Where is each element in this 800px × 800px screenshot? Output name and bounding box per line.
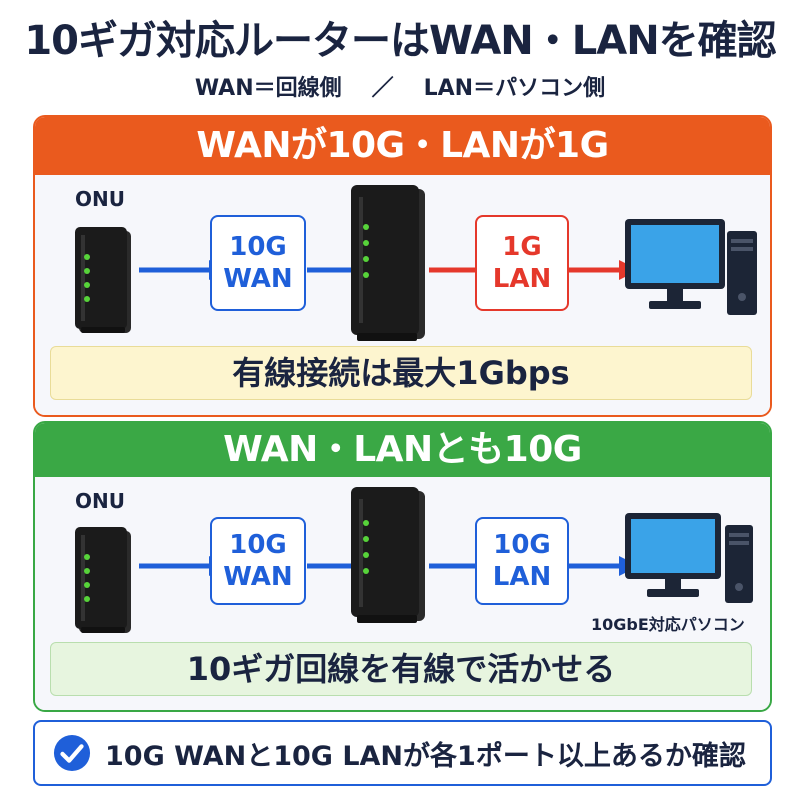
- wan-label: WAN: [223, 264, 293, 294]
- checklist-box: 10G WANと10G LANが各1ポート以上あるか確認: [33, 720, 772, 786]
- wan-speed: 10G: [229, 232, 287, 262]
- onu-label: ONU: [75, 489, 125, 513]
- subtitle-wan: WAN＝回線側: [194, 76, 342, 101]
- lan-label: LAN: [492, 562, 552, 592]
- onu-device-icon: [75, 527, 131, 633]
- onu-label: ONU: [75, 187, 125, 211]
- result-banner-top: 有線接続は最大1Gbps: [50, 346, 752, 400]
- panel-wan10g-lan1g: WANが10G・LANが1G ONU 10G WAN: [33, 115, 772, 417]
- lan-label: LAN: [492, 264, 552, 294]
- result-banner-bottom: 10ギガ回線を有線で活かせる: [50, 642, 752, 696]
- wan-speed: 10G: [229, 530, 287, 560]
- page-subtitle: WAN＝回線側 ／ LAN＝パソコン側: [0, 70, 800, 102]
- desktop-pc-icon: [625, 219, 757, 315]
- pc-caption: 10GbE対応パソコン: [591, 615, 745, 634]
- panel-bottom-body: ONU 10G WAN: [35, 477, 770, 710]
- arrow-lan-to-pc-icon: [567, 556, 639, 576]
- onu-device-icon: [75, 227, 131, 333]
- wan-port-box: 10G WAN: [210, 215, 306, 311]
- wan-label: WAN: [223, 562, 293, 592]
- panel-top-title: WANが10G・LANが1G: [35, 117, 770, 175]
- subtitle-separator: ／: [371, 76, 394, 101]
- lan-port-box: 1G LAN: [475, 215, 569, 311]
- desktop-pc-icon: [625, 513, 753, 603]
- checklist-text: 10G WANと10G LANが各1ポート以上あるか確認: [105, 740, 746, 772]
- lan-speed: 10G: [493, 530, 551, 560]
- lan-port-box: 10G LAN: [475, 517, 569, 605]
- panel-bottom-title: WAN・LANとも10G: [35, 423, 770, 477]
- panel-wan-lan-10g: WAN・LANとも10G ONU 10G WAN: [33, 421, 772, 712]
- lan-speed: 1G: [502, 232, 542, 262]
- panel-top-body: ONU 10G WAN: [35, 175, 770, 415]
- subtitle-lan: LAN＝パソコン側: [423, 76, 606, 101]
- router-icon: [351, 185, 425, 341]
- page-title: 10ギガ対応ルーターはWAN・LANを確認: [24, 18, 776, 64]
- arrow-lan-to-pc-icon: [567, 260, 639, 280]
- check-circle-icon: [53, 734, 91, 772]
- router-icon: [351, 487, 425, 623]
- wan-port-box: 10G WAN: [210, 517, 306, 605]
